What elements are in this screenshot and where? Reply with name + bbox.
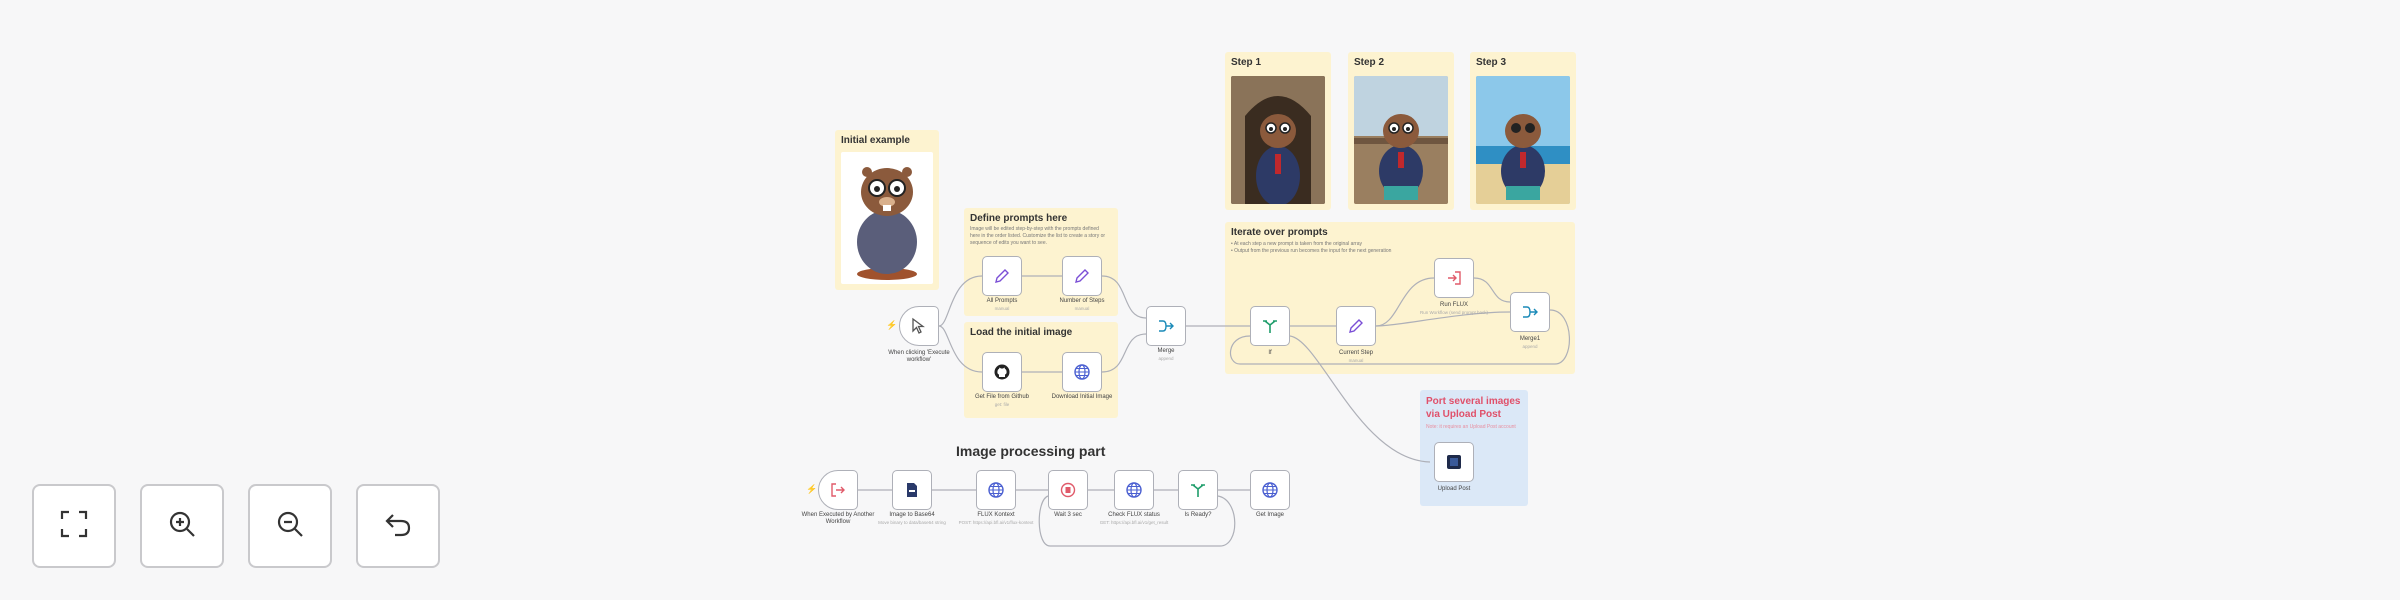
node-label: Check FLUX status — [1108, 512, 1160, 518]
node-flux-kontext[interactable] — [976, 470, 1016, 510]
beaver-image-initial — [841, 152, 933, 284]
zoom-out-button[interactable] — [248, 484, 332, 568]
node-upload-post[interactable] — [1434, 442, 1474, 482]
node-sub: append — [1158, 356, 1174, 361]
node-label: Number of Steps — [1059, 298, 1105, 304]
sticky-title: Step 3 — [1476, 57, 1507, 68]
beaver-image-step-2 — [1354, 76, 1448, 204]
sticky-step-3[interactable]: Step 3 — [1470, 52, 1576, 210]
upload-post-icon — [1443, 451, 1465, 473]
reset-zoom-button[interactable] — [356, 484, 440, 568]
sticky-title: Initial example — [841, 135, 910, 146]
node-label: Current Step — [1338, 350, 1374, 356]
globe-icon — [1259, 479, 1281, 501]
pencil-icon — [1071, 265, 1093, 287]
globe-icon — [1123, 479, 1145, 501]
node-merge1[interactable] — [1510, 292, 1550, 332]
node-check-flux[interactable] — [1114, 470, 1154, 510]
sticky-title: Step 2 — [1354, 57, 1385, 68]
pencil-icon — [1345, 315, 1367, 337]
node-sub: POST: https://api.bfl.ai/v1/flux-kontext — [958, 520, 1034, 525]
sticky-text: • Output from the previous run becomes t… — [1231, 248, 1392, 254]
node-label: If — [1268, 350, 1272, 356]
undo-icon — [383, 509, 413, 544]
merge-icon — [1519, 301, 1541, 323]
node-label: Merge1 — [1519, 336, 1541, 342]
zoom-out-icon — [275, 509, 305, 544]
globe-icon — [985, 479, 1007, 501]
sticky-text: Image will be edited step-by-step with t… — [970, 226, 1106, 246]
sticky-text: • At each step a new prompt is taken fro… — [1231, 241, 1362, 247]
sticky-title: Step 1 — [1231, 57, 1262, 68]
sub-workflow-icon — [1443, 267, 1465, 289]
node-sub: get: file — [994, 402, 1010, 407]
node-label: All Prompts — [986, 298, 1018, 304]
node-label: Get Image — [1255, 512, 1284, 518]
node-number-of-steps[interactable] — [1062, 256, 1102, 296]
branch-icon — [1259, 315, 1281, 337]
node-image-to-base64[interactable] — [892, 470, 932, 510]
node-sub: GET: https://api.bfl.ai/v1/get_result — [1099, 520, 1169, 525]
node-sub: Run Workflow (send prompt back) — [1420, 310, 1488, 315]
zoom-in-button[interactable] — [140, 484, 224, 568]
node-merge[interactable] — [1146, 306, 1186, 346]
node-label: When Executed by Another Workflow — [801, 512, 875, 525]
node-if[interactable] — [1250, 306, 1290, 346]
sticky-title: Iterate over prompts — [1231, 227, 1328, 238]
node-sub: append — [1522, 344, 1538, 349]
node-label: When clicking 'Execute workflow' — [888, 350, 950, 363]
pause-icon — [1057, 479, 1079, 501]
node-label: Run FLUX — [1439, 302, 1468, 308]
node-sub: Move binary to data/base64 string — [878, 520, 946, 525]
node-current-step[interactable] — [1336, 306, 1376, 346]
node-all-prompts[interactable] — [982, 256, 1022, 296]
node-is-ready[interactable] — [1178, 470, 1218, 510]
sticky-text: Note: it requires an Upload Post account — [1426, 424, 1516, 430]
node-execute-trigger[interactable] — [818, 470, 858, 510]
sign-in-icon — [827, 479, 849, 501]
trigger-bolt-icon: ⚡ — [886, 320, 898, 330]
node-label: Upload Post — [1437, 486, 1471, 492]
node-download-image[interactable] — [1062, 352, 1102, 392]
sticky-step-1[interactable]: Step 1 — [1225, 52, 1331, 210]
beaver-image-step-3 — [1476, 76, 1570, 204]
zoom-in-icon — [167, 509, 197, 544]
file-convert-icon — [901, 479, 923, 501]
section-title: Image processing part — [956, 443, 1106, 459]
fit-view-button[interactable] — [32, 484, 116, 568]
node-label: FLUX Kontext — [977, 512, 1015, 518]
globe-icon — [1071, 361, 1093, 383]
branch-icon — [1187, 479, 1209, 501]
node-sub: manual — [1348, 358, 1364, 363]
node-label: Wait 3 sec — [1054, 512, 1082, 518]
node-run-flux[interactable] — [1434, 258, 1474, 298]
node-label: Is Ready? — [1184, 512, 1212, 518]
node-wait[interactable] — [1048, 470, 1088, 510]
beaver-image-step-1 — [1231, 76, 1325, 204]
node-sub: manual — [1074, 306, 1090, 311]
node-get-image[interactable] — [1250, 470, 1290, 510]
node-label: Image to Base64 — [889, 512, 935, 518]
trigger-bolt-icon: ⚡ — [806, 484, 818, 494]
node-get-github[interactable] — [982, 352, 1022, 392]
node-label: Download Initial Image — [1051, 394, 1113, 400]
sticky-title: Define prompts here — [970, 213, 1068, 224]
github-icon — [991, 361, 1013, 383]
node-manual-trigger[interactable] — [899, 306, 939, 346]
sticky-title: Port several images via Upload Post — [1426, 396, 1521, 420]
pencil-icon — [991, 265, 1013, 287]
cursor-icon — [908, 315, 930, 337]
node-sub: manual — [994, 306, 1010, 311]
sticky-initial-example[interactable]: Initial example — [835, 130, 939, 290]
fit-view-icon — [59, 509, 89, 544]
merge-icon — [1155, 315, 1177, 337]
node-label: Merge — [1157, 348, 1175, 354]
sticky-step-2[interactable]: Step 2 — [1348, 52, 1454, 210]
node-label: Get File from Github — [974, 394, 1030, 400]
sticky-title: Load the initial image — [970, 327, 1073, 338]
